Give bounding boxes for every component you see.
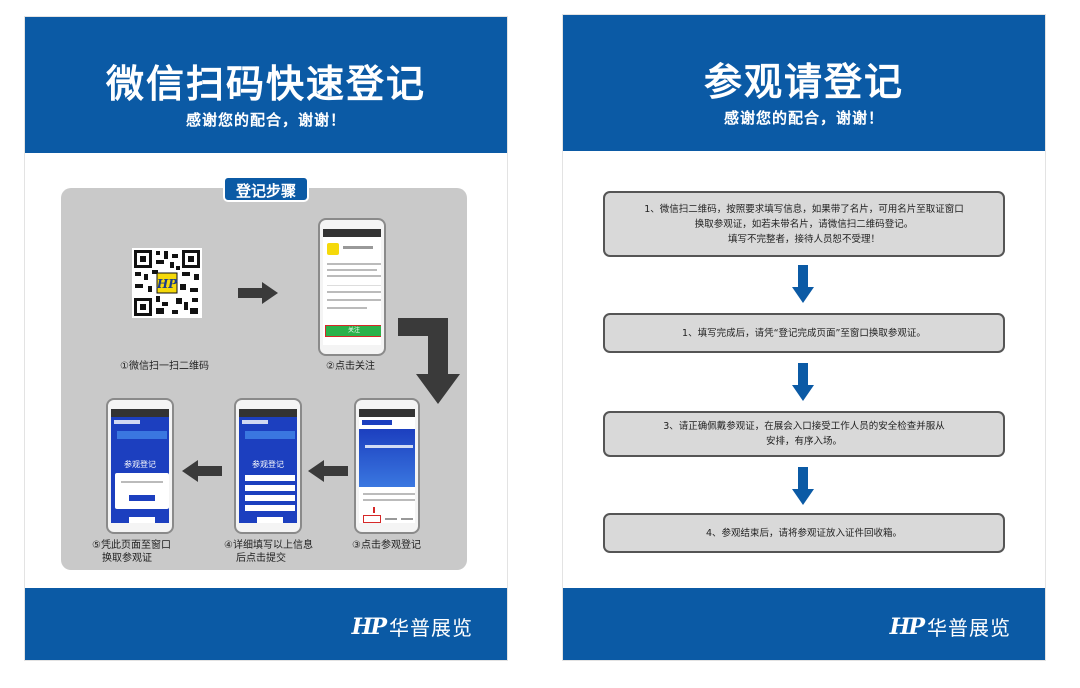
svg-text:HP: HP — [156, 277, 178, 291]
hp-logo-icon: HP — [889, 613, 925, 640]
arrow-down-icon — [792, 467, 814, 505]
instruction-box-3: 3、请正确佩戴参观证，在展会入口接受工作人员的安全检查并服从 安排，有序入场。 — [603, 411, 1005, 457]
step-2-label: ②点击关注 — [326, 361, 375, 372]
box-1-line3: 填写不完整者，接待人员恕不受理！ — [727, 233, 880, 245]
arrow-down-icon — [792, 265, 814, 303]
form-field[interactable] — [245, 495, 295, 501]
submit-button[interactable] — [257, 517, 283, 523]
box-1-line2: 换取参观证，如若未带名片，请微信扫二维码登记。 — [694, 218, 914, 230]
right-banner: 参观请登记 感谢您的配合，谢谢！ — [563, 15, 1045, 151]
left-brand-logo: HP 华普展览 — [352, 612, 473, 641]
follow-button[interactable]: 关注 — [325, 325, 381, 337]
hp-logo-icon: HP — [351, 613, 387, 640]
phone-follow: 关注 — [318, 218, 386, 356]
instruction-box-4: 4、参观结束后，请将参观证放入证件回收箱。 — [603, 513, 1005, 553]
step-1-label: ①微信扫一扫二维码 — [120, 361, 209, 372]
instruction-box-2: 1、填写完成后，请凭“登记完成页面”至窗口换取参观证。 — [603, 313, 1005, 353]
left-subtitle: 感谢您的配合，谢谢！ — [185, 111, 346, 129]
brand-name: 华普展览 — [389, 616, 473, 640]
instruction-box-1: 1、微信扫二维码，按照要求填写信息，如果带了名片，可用名片至取证窗口 换取参观证… — [603, 191, 1005, 257]
right-title: 参观请登记 — [703, 60, 904, 104]
form-field[interactable] — [245, 505, 295, 511]
arrow-left-icon — [182, 460, 222, 482]
box-4-line1: 4、参观结束后，请将参观证放入证件回收箱。 — [705, 527, 903, 539]
arrow-down-icon — [792, 363, 814, 401]
qr-code-icon: HP — [132, 248, 202, 318]
box-1-line1: 1、微信扫二维码，按照要求填写信息，如果带了名片，可用名片至取证窗口 — [644, 203, 964, 215]
step-5-label-line2: 换取参观证 — [102, 553, 152, 564]
phone-fill-form: 参观登记 — [234, 398, 302, 534]
step-5-label-line1: ⑤凭此页面至窗口 — [92, 540, 171, 551]
form-field[interactable] — [245, 475, 295, 481]
steps-tag: 登记步骤 — [223, 176, 309, 202]
brand-name: 华普展览 — [927, 616, 1011, 640]
right-poster: 参观请登记 感谢您的配合，谢谢！ 1、微信扫二维码，按照要求填写信息，如果带了名… — [562, 14, 1046, 661]
step-4-label-line2: 后点击提交 — [236, 553, 286, 564]
register-screen-title: 参观登记 — [252, 460, 284, 469]
left-title: 微信扫码快速登记 — [105, 62, 426, 106]
register-menu-button[interactable] — [363, 515, 381, 523]
right-brand-logo: HP 华普展览 — [890, 612, 1011, 641]
arrow-turn-down-icon — [398, 318, 460, 404]
left-banner: 微信扫码快速登记 感谢您的配合，谢谢！ — [25, 17, 507, 153]
form-field[interactable] — [245, 485, 295, 491]
right-subtitle: 感谢您的配合，谢谢！ — [723, 109, 884, 127]
right-footer: HP 华普展览 — [563, 588, 1045, 660]
arrow-right-icon — [238, 282, 278, 304]
left-footer: HP 华普展览 — [25, 588, 507, 660]
phone-completed: 参观登记 — [106, 398, 174, 534]
box-3-line2: 安排，有序入场。 — [765, 436, 842, 447]
step-3-label: ③点击参观登记 — [352, 540, 421, 551]
phone-register — [354, 398, 420, 534]
box-2-line1: 1、填写完成后，请凭“登记完成页面”至窗口换取参观证。 — [682, 327, 926, 339]
step-5-label: ⑤凭此页面至窗口 换取参观证 — [92, 539, 171, 565]
arrow-left-icon — [308, 460, 348, 482]
step-4-label-line1: ④详细填写以上信息 — [224, 540, 313, 551]
completed-screen-title: 参观登记 — [124, 460, 156, 469]
step-4-label: ④详细填写以上信息 后点击提交 — [224, 539, 313, 565]
box-3-line1: 3、请正确佩戴参观证，在展会入口接受工作人员的安全检查并服从 — [663, 421, 945, 432]
